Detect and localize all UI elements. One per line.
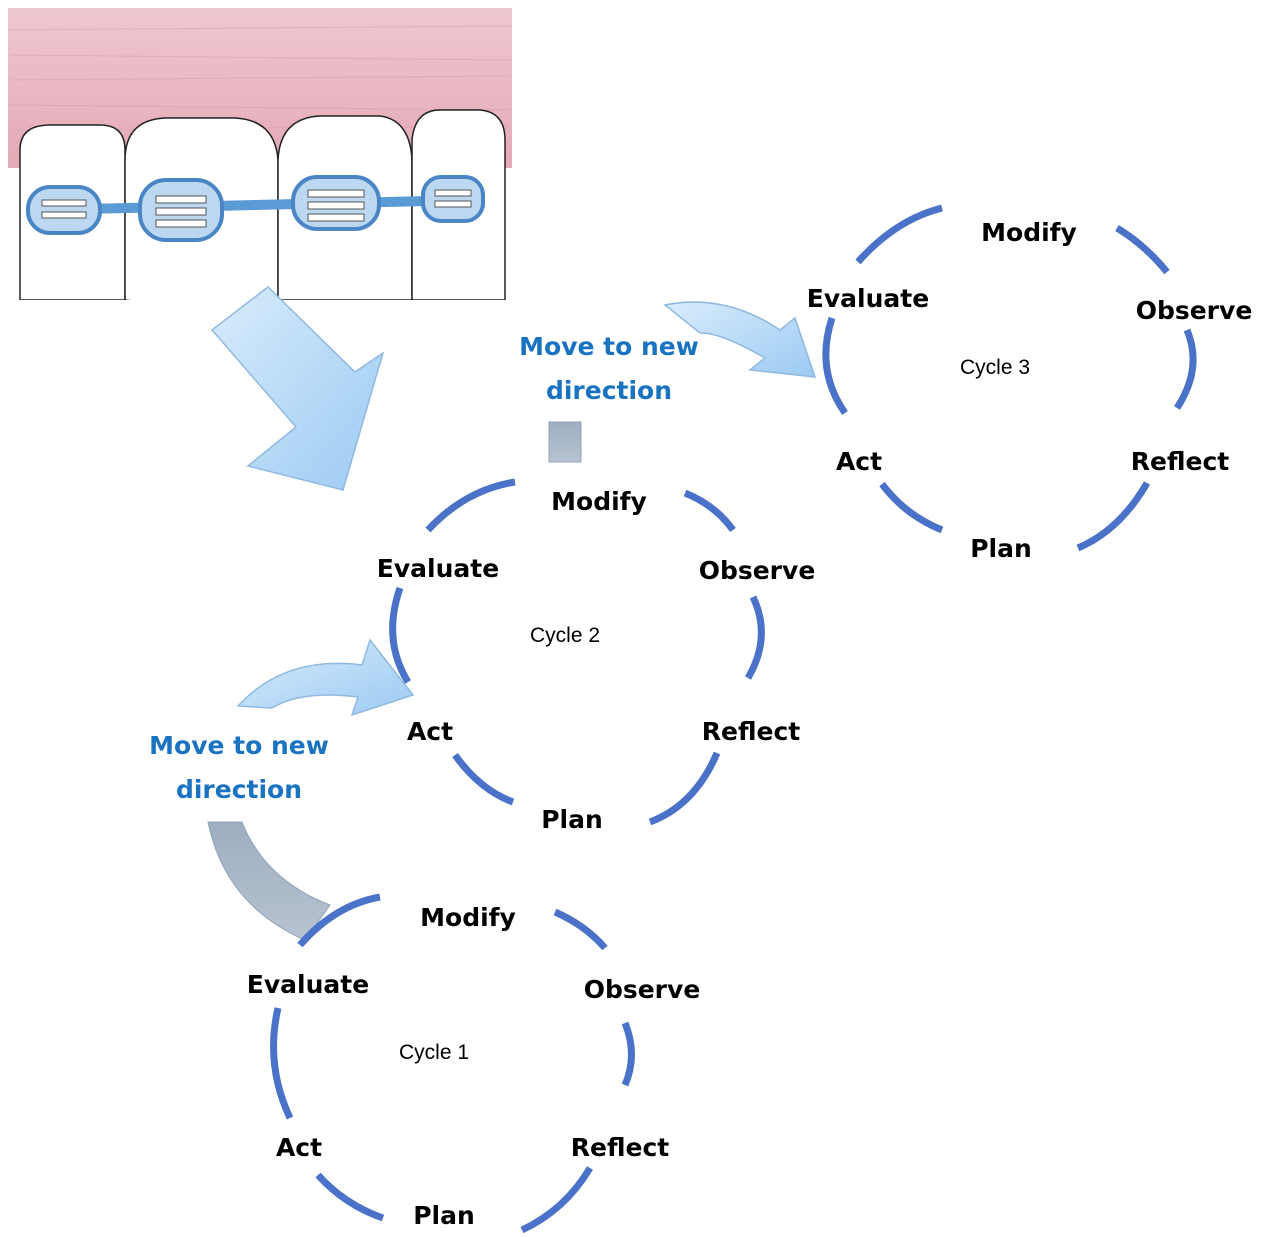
gum-texture [9,25,511,131]
cycle-3-step-act: Act [836,447,882,476]
bracket-1 [26,185,102,235]
cycle-3-ring [822,204,1197,552]
cycle-3-label: Cycle 3 [960,356,1030,379]
cycle-2-ring [389,478,765,826]
transition-arrow-2-head [663,301,817,378]
cycle-1-ring [270,893,635,1234]
cycle-2-step-act: Act [407,717,453,746]
braces-illustration [8,8,512,320]
transition-1-label: Move to new direction [149,731,329,804]
transition-2-label: Move to new direction [519,332,699,405]
cycle-1-step-observe: Observe [584,975,701,1004]
cycle-2-step-observe: Observe [699,556,816,585]
big-arrow-icon [210,286,385,491]
transition-arrow-2 [548,301,817,463]
bracket-slots [41,189,472,228]
cycle-1: Modify Observe Reflect Plan Act Evaluate… [247,903,700,1230]
transition-2-line2: direction [546,376,672,405]
cycle-2-step-modify: Modify [551,487,647,516]
cycle-1-step-modify: Modify [420,903,516,932]
cycle-1-step-reflect: Reflect [571,1133,670,1162]
bracket-4 [421,175,485,223]
cycle-3-step-plan: Plan [970,534,1032,563]
transition-1-line2: direction [176,775,302,804]
cycle-2-label: Cycle 2 [530,624,600,647]
transition-arrow-1 [207,638,415,941]
cycle-2-step-plan: Plan [541,805,603,834]
cycle-1-step-act: Act [276,1133,322,1162]
transition-arrow-1-head [236,638,415,717]
cycle-2-step-evaluate: Evaluate [377,554,499,583]
cycle-2: Modify Observe Reflect Plan Act Evaluate… [377,487,815,834]
cycle-3-step-evaluate: Evaluate [807,284,929,313]
transition-2-line1: Move to new [519,332,699,361]
cycle-3: Modify Observe Reflect Plan Act Evaluate… [807,218,1252,563]
transition-1-line1: Move to new [149,731,329,760]
cycle-3-step-observe: Observe [1136,296,1253,325]
cycle-2-step-reflect: Reflect [702,717,801,746]
cycle-3-step-reflect: Reflect [1131,447,1230,476]
cycle-1-label: Cycle 1 [399,1041,469,1064]
cycle-1-step-evaluate: Evaluate [247,970,369,999]
cycle-1-step-plan: Plan [413,1201,475,1230]
transition-arrow-1-tail [207,821,331,941]
cycle-3-step-modify: Modify [981,218,1077,247]
transition-arrow-2-tail [548,421,582,463]
brace-wire [39,195,471,215]
